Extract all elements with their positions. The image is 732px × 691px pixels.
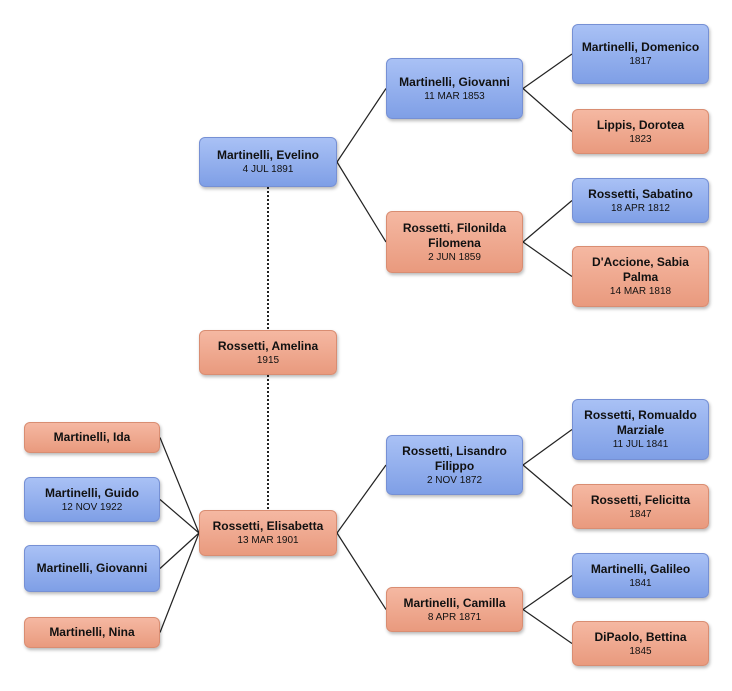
person-name: Rossetti, Romualdo Marziale [584,408,697,437]
connector-elisabetta-guido [159,499,200,534]
person-name: Martinelli, Nina [49,625,135,639]
person-name: D'Accione, Sabia Palma [592,255,689,284]
person-name: Martinelli, Evelino [216,148,320,162]
person-date: 2 JUN 1859 [428,251,481,263]
person-date: 12 NOV 1922 [61,501,123,513]
person-name: DiPaolo, Bettina [594,629,687,644]
person-node-guido[interactable]: Martinelli, Guido 12 NOV 1922 [24,477,160,522]
connector-filonilda-sabatino [522,200,573,243]
person-name: Rossetti, Amelina [217,338,319,353]
person-node-giovanni-1853[interactable]: Martinelli, Giovanni 11 MAR 1853 [386,58,523,119]
person-name: Martinelli, Galileo [590,561,691,576]
connector-elisabetta-nina [159,532,200,633]
person-node-sabatino[interactable]: Rossetti, Sabatino 18 APR 1812 [572,178,709,223]
person-node-filonilda[interactable]: Rossetti, Filonilda Filomena 2 JUN 1859 [386,211,523,273]
person-date: 8 APR 1871 [427,611,482,623]
person-date: 1817 [629,56,652,67]
person-name: Martinelli, Giovanni [399,74,510,89]
connector-elisabetta-lisandro [336,464,387,534]
person-date: 13 MAR 1901 [237,535,299,546]
person-node-bettina[interactable]: DiPaolo, Bettina 1845 [572,621,709,666]
connector-camilla-galileo [522,575,573,610]
person-date: 1845 [629,645,652,657]
person-node-evelino[interactable]: Martinelli, Evelino 4 JUL 1891 [199,137,337,187]
person-name: Lippis, Dorotea [596,117,685,132]
person-name: Rossetti, Sabatino [588,186,693,201]
connector-camilla-bettina [522,609,573,644]
person-node-lisandro[interactable]: Rossetti, Lisandro Filippo 2 NOV 1872 [386,435,523,495]
person-name: Martinelli, Guido [44,485,139,500]
person-date: 11 JUL 1841 [612,439,669,450]
person-date: 1823 [629,133,652,145]
connector-lisandro-romualdo [522,429,573,466]
person-node-amelina[interactable]: Rossetti, Amelina 1915 [199,330,337,375]
person-node-elisabetta[interactable]: Rossetti, Elisabetta 13 MAR 1901 [199,510,337,556]
connector-elisabetta-camilla [336,532,387,610]
person-name: Martinelli, Domenico [581,40,700,54]
person-date: 14 MAR 1818 [609,286,672,297]
person-name: Martinelli, Camilla [403,595,506,610]
connector-evelino-filonilda [336,161,387,243]
connector-filonilda-sabia [522,241,573,277]
connector-lisandro-felicitta [522,464,573,507]
person-name: Rossetti, Filonilda Filomena [402,220,507,250]
person-name: Martinelli, Giovanni [36,561,148,575]
person-node-felicitta[interactable]: Rossetti, Felicitta 1847 [572,484,709,529]
connector-evelino-giovanni_1853 [336,88,387,163]
person-node-dorotea[interactable]: Lippis, Dorotea 1823 [572,109,709,154]
connector-elisabetta-giovanni_child [159,532,200,569]
person-date: 11 MAR 1853 [424,90,485,102]
person-node-sabia[interactable]: D'Accione, Sabia Palma 14 MAR 1818 [572,246,709,307]
person-date: 1847 [629,508,652,520]
person-node-ida[interactable]: Martinelli, Ida [24,422,160,453]
person-name: Rossetti, Felicitta [590,492,691,507]
person-node-domenico[interactable]: Martinelli, Domenico 1817 [572,24,709,84]
person-date: 1841 [629,577,652,589]
person-name: Martinelli, Ida [53,430,131,444]
person-name: Rossetti, Lisandro Filippo [402,443,507,473]
person-date: 2 NOV 1872 [426,474,483,486]
person-date: 4 JUL 1891 [242,164,294,175]
connector-giovanni_1853-dorotea [522,88,573,132]
person-node-camilla[interactable]: Martinelli, Camilla 8 APR 1871 [386,587,523,632]
person-date: 18 APR 1812 [611,202,670,214]
person-node-romualdo[interactable]: Rossetti, Romualdo Marziale 11 JUL 1841 [572,399,709,460]
person-node-giovanni-child[interactable]: Martinelli, Giovanni [24,545,160,592]
connector-giovanni_1853-domenico [522,53,573,89]
person-name: Rossetti, Elisabetta [212,519,324,533]
connector-elisabetta-ida [159,437,200,534]
person-node-nina[interactable]: Martinelli, Nina [24,617,160,648]
person-node-galileo[interactable]: Martinelli, Galileo 1841 [572,553,709,598]
person-date: 1915 [256,354,280,366]
